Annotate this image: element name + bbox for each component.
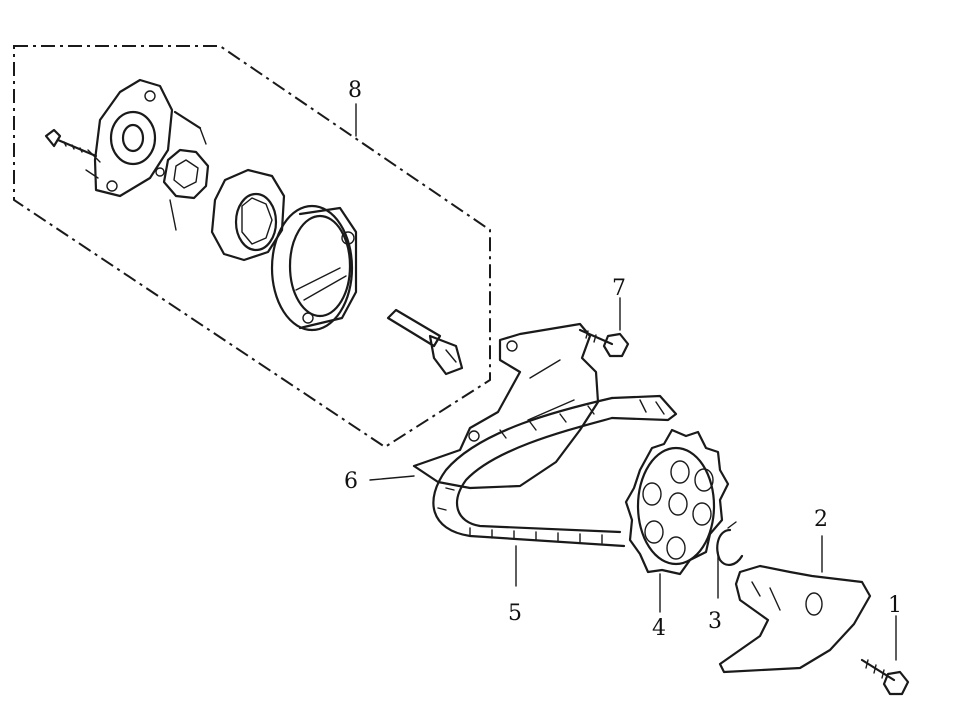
dowel-pin [173, 110, 207, 145]
callout-4: 4 [652, 616, 666, 641]
callout-5: 5 [508, 601, 522, 626]
callout-3: 3 [708, 609, 722, 634]
callout-2: 2 [814, 507, 828, 532]
callout-8: 8 [348, 78, 362, 103]
bolt-1 [860, 658, 910, 696]
outer-rotor [210, 168, 286, 262]
sprocket-4 [624, 428, 730, 576]
bolt-7 [578, 328, 630, 358]
callout-7: 7 [612, 276, 626, 301]
leader-lines [355, 103, 897, 661]
chain-guide-6 [412, 322, 600, 490]
pump-shaft [386, 308, 464, 376]
assembly-boundary [13, 45, 491, 449]
callouts: 8 7 6 5 4 3 2 1 [344, 78, 902, 641]
pump-body [270, 204, 358, 332]
cover-screw [44, 128, 98, 158]
circlip-3 [716, 521, 744, 566]
callout-6: 6 [344, 469, 358, 494]
callout-1: 1 [888, 593, 902, 618]
leader-6 [369, 475, 415, 481]
inner-rotor [162, 148, 210, 231]
drive-chain-5 [432, 394, 678, 548]
pump-cover [85, 78, 174, 198]
cover-plate-2 [718, 564, 872, 674]
